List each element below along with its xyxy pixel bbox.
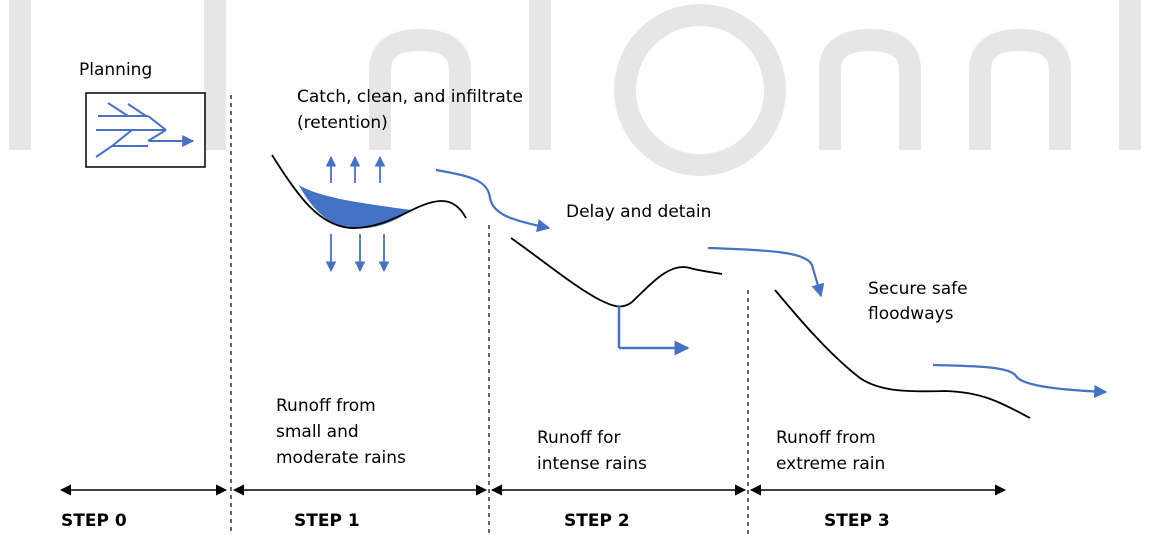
planning-network-icon xyxy=(85,92,206,168)
runoff-intense-label: Runoff for intense rains xyxy=(537,428,647,474)
evaporation-arrows xyxy=(325,155,386,183)
step-1-label: STEP 1 xyxy=(294,511,360,531)
retention-label: Catch, clean, and infiltrate (retention) xyxy=(297,87,523,133)
background-watermark xyxy=(9,0,1141,176)
detention-outlet xyxy=(617,306,690,356)
floodway-arrow xyxy=(932,363,1108,399)
step-separators xyxy=(230,95,749,535)
safe-floodways-label: Secure safe floodways xyxy=(868,279,968,324)
floodway-terrain xyxy=(774,289,1031,419)
overflow-arrow-1 xyxy=(435,168,551,233)
runoff-extreme-label: Runoff from extreme rain xyxy=(776,428,886,474)
infiltration-arrows xyxy=(325,234,390,273)
step-2-label: STEP 2 xyxy=(564,511,630,531)
retention-basin xyxy=(271,154,467,229)
overflow-arrow-2 xyxy=(707,246,825,298)
detention-terrain xyxy=(510,237,723,308)
step-0-label: STEP 0 xyxy=(61,511,127,531)
runoff-small-moderate-label: Runoff from small and moderate rains xyxy=(276,396,406,468)
step-3-label: STEP 3 xyxy=(824,511,890,531)
planning-label: Planning xyxy=(79,60,153,80)
delay-detain-label: Delay and detain xyxy=(566,202,712,222)
